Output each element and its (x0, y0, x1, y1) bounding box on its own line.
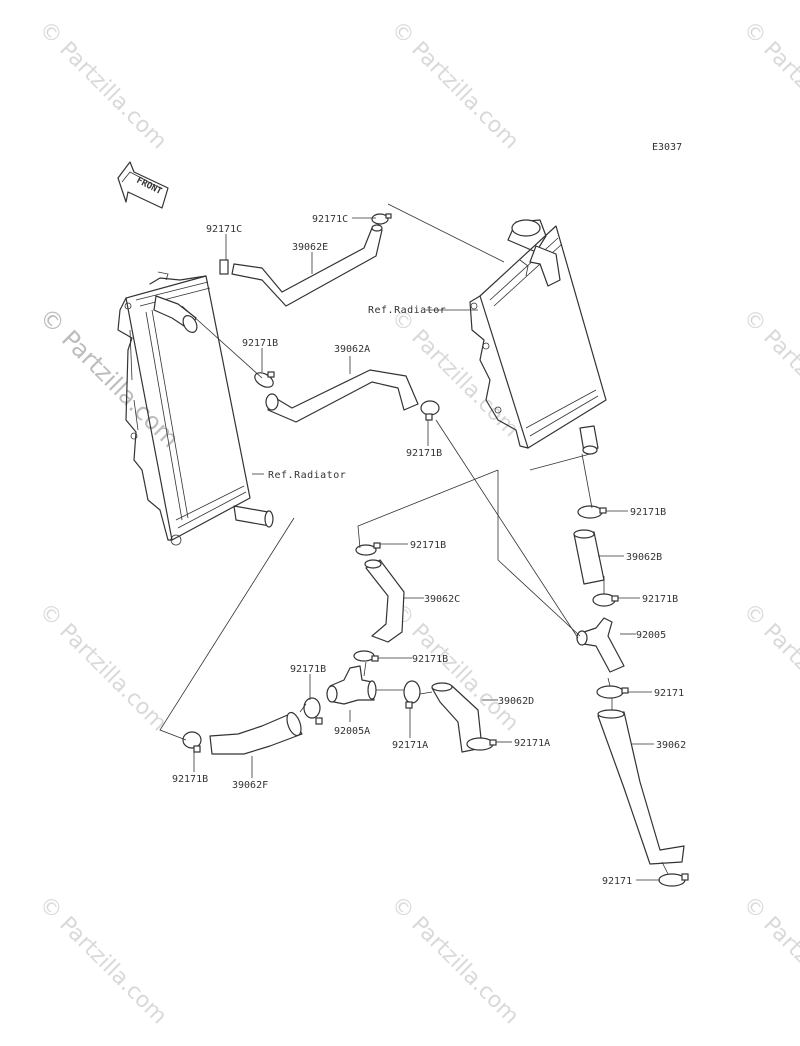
label-39062d[interactable]: 39062D (498, 696, 534, 707)
clamp-92171c-left (219, 259, 229, 275)
label-92171-bottom[interactable]: 92171 (602, 876, 632, 887)
label-39062c[interactable]: 39062C (424, 594, 460, 605)
label-39062[interactable]: 39062 (656, 740, 686, 751)
watermark: © Partzilla.com (34, 17, 172, 155)
clamp-92171b-left-upper (254, 371, 275, 388)
clamp-92171a-1 (403, 680, 421, 709)
label-92171a-2[interactable]: 92171A (514, 738, 550, 749)
watermark: © Partzilla.com (738, 599, 800, 737)
hose-39062f (209, 711, 303, 755)
watermark: © Partzilla.com (386, 305, 524, 443)
watermark: © Partzilla.com (386, 17, 524, 155)
label-39062f[interactable]: 39062F (232, 780, 268, 791)
label-leaders (193, 217, 660, 881)
diagram-code: E3037 (652, 142, 682, 153)
hose-39062c (364, 559, 405, 643)
label-39062b[interactable]: 39062B (626, 552, 662, 563)
clamp-92171b-right-2 (592, 593, 619, 607)
clamp-92171b-right-1 (577, 505, 607, 519)
label-92171b-center-2[interactable]: 92171B (412, 654, 448, 665)
watermark: © Partzilla.com (738, 17, 800, 155)
clamp-92171c-top (371, 213, 392, 225)
clamp-92171b-lower-left (303, 697, 323, 725)
hose-39062 (597, 709, 685, 865)
watermark: © Partzilla.com (34, 599, 172, 737)
clamp-92171b-center-1 (355, 542, 381, 556)
label-ref-radiator-left: Ref.Radiator (268, 470, 346, 481)
label-39062e[interactable]: 39062E (292, 242, 328, 253)
clamp-92171-right (596, 685, 629, 699)
label-92171c-left[interactable]: 92171C (206, 224, 242, 235)
watermark: © Partzilla.com (34, 892, 172, 1030)
right-radiator (469, 219, 607, 455)
clamp-92171a-2 (466, 737, 497, 751)
clamp-92171b-center-2 (353, 650, 379, 662)
watermark: © Partzilla.com (34, 302, 185, 453)
hose-39062e (231, 224, 383, 307)
label-92171b-bottom[interactable]: 92171B (172, 774, 208, 785)
clamp-92171b-mid (420, 400, 440, 421)
hose-39062d (431, 682, 483, 753)
label-92005a[interactable]: 92005A (334, 726, 370, 737)
hose-39062b (573, 529, 605, 585)
fitting-92005 (576, 617, 625, 673)
front-arrow-icon: FRONT (117, 161, 169, 209)
label-92171c-top[interactable]: 92171C (312, 214, 348, 225)
label-92171b-lower-left[interactable]: 92171B (290, 664, 326, 675)
clamp-92171-bottom (658, 873, 689, 887)
label-92005[interactable]: 92005 (636, 630, 666, 641)
label-92171b-right-1[interactable]: 92171B (630, 507, 666, 518)
label-92171b-right-2[interactable]: 92171B (642, 594, 678, 605)
watermark: © Partzilla.com (738, 892, 800, 1030)
label-39062a[interactable]: 39062A (334, 344, 370, 355)
watermark: © Partzilla.com (386, 892, 524, 1030)
label-92171-right[interactable]: 92171 (654, 688, 684, 699)
label-92171b-center-1[interactable]: 92171B (410, 540, 446, 551)
label-92171a-1[interactable]: 92171A (392, 740, 428, 751)
part-labels: 92171C 92171C 39062E Ref.Radiator 92171B… (172, 214, 686, 887)
label-92171b-mid[interactable]: 92171B (406, 448, 442, 459)
clamp-92171b-bottom (182, 731, 202, 753)
watermark: © Partzilla.com (738, 305, 800, 443)
hose-39062a (265, 369, 419, 423)
connection-lines (159, 203, 669, 875)
fitting-92005a (326, 665, 377, 705)
left-radiator (117, 271, 274, 546)
label-ref-radiator-right: Ref.Radiator (368, 305, 446, 316)
label-92171b-left-upper[interactable]: 92171B (242, 338, 278, 349)
